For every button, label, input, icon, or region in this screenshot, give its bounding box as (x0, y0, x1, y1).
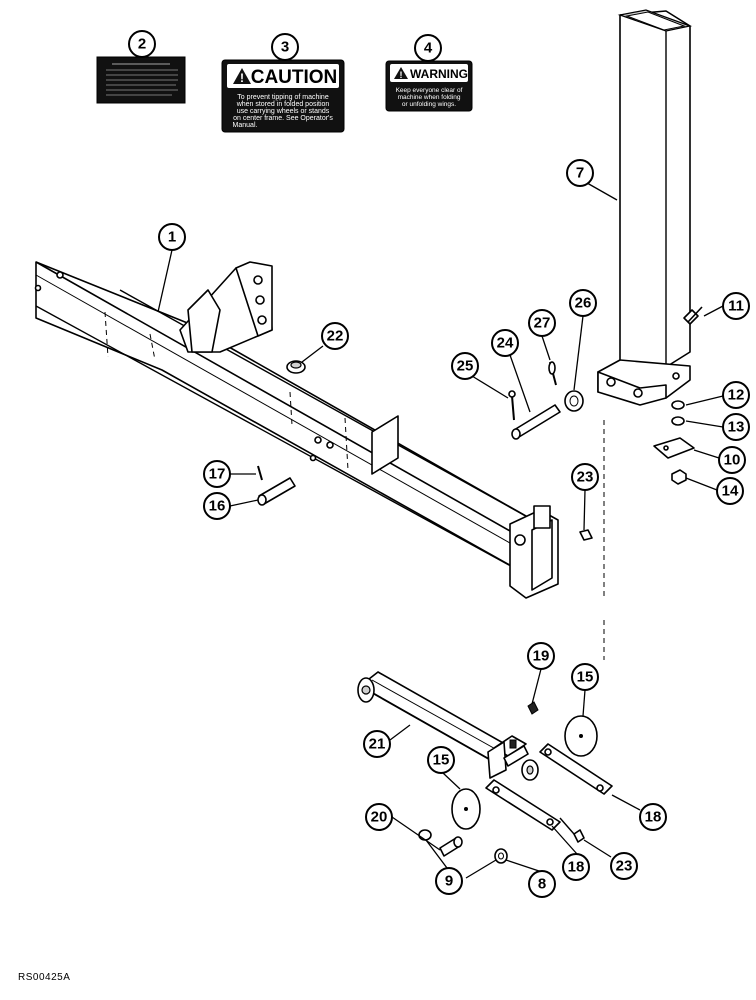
svg-text:21: 21 (369, 736, 386, 753)
svg-text:22: 22 (327, 328, 344, 345)
warning-heading: WARNING (410, 67, 468, 81)
decal-2-instruction (96, 56, 186, 104)
warning-line: machine when folding (398, 94, 461, 101)
svg-text:24: 24 (497, 335, 514, 352)
svg-text:2: 2 (138, 36, 146, 53)
part-9-bushing (418, 829, 432, 841)
warning-line: Keep everyone clear of (396, 87, 463, 94)
caution-line: on center frame. See Operator's (233, 115, 333, 122)
svg-text:23: 23 (577, 469, 594, 486)
callout-19: 19 (527, 642, 555, 670)
callout-2: 2 (128, 30, 156, 58)
caution-line: use carrying wheels or stands (237, 108, 330, 115)
callout-3: 3 (271, 33, 299, 61)
part-1-frame-tube (34, 261, 559, 599)
callout-13: 13 (722, 413, 750, 441)
svg-text:1: 1 (168, 229, 176, 246)
part-18-link-upper (539, 743, 613, 795)
part-11-bolt (683, 306, 703, 325)
svg-text:16: 16 (209, 498, 226, 515)
part-15-disc-upper (564, 715, 598, 757)
callout-18: 18 (639, 803, 667, 831)
part-15-disc-lower (451, 788, 481, 830)
callout-25: 25 (451, 352, 479, 380)
svg-text:25: 25 (457, 358, 474, 375)
svg-text:27: 27 (534, 315, 551, 332)
callout-21: 21 (363, 730, 391, 758)
callout-26: 26 (569, 289, 597, 317)
part-19-grease-fitting (527, 701, 539, 715)
caution-line: Manual. (233, 122, 258, 129)
callout-15: 15 (427, 746, 455, 774)
part-27-cotter (548, 361, 557, 386)
leader-lines (157, 174, 724, 879)
svg-text:12: 12 (728, 387, 745, 404)
callout-18: 18 (562, 853, 590, 881)
part-16-pin (257, 477, 296, 506)
caution-line: when stored in folded position (236, 101, 330, 108)
svg-text:18: 18 (568, 859, 585, 876)
callout-20: 20 (365, 803, 393, 831)
part-7-upright-tube (597, 9, 693, 406)
part-20-pin (439, 836, 463, 857)
part-24-pin (511, 404, 561, 440)
svg-text:14: 14 (722, 483, 739, 500)
callout-10: 10 (718, 446, 746, 474)
svg-text:15: 15 (577, 669, 594, 686)
callout-1: 1 (158, 223, 186, 251)
svg-text:8: 8 (538, 876, 546, 893)
part-18-link-lower (485, 779, 561, 831)
callout-9: 9 (435, 867, 463, 895)
callout-11: 11 (722, 292, 750, 320)
caution-line: To prevent tipping of machine (237, 94, 329, 101)
callout-24: 24 (491, 329, 519, 357)
part-21-hydraulic-cylinder (357, 671, 539, 781)
part-23-grease-fitting (559, 817, 585, 843)
part-26-washer (564, 390, 584, 412)
callout-14: 14 (716, 477, 744, 505)
svg-text:19: 19 (533, 648, 550, 665)
part-22-bushing (286, 360, 306, 374)
callout-15: 15 (571, 663, 599, 691)
decal-3-caution: ! CAUTION To prevent tipping of machine … (221, 59, 345, 133)
part-14-nut (671, 469, 687, 485)
svg-text:23: 23 (616, 858, 633, 875)
callout-23: 23 (610, 852, 638, 880)
callout-4: 4 (414, 34, 442, 62)
svg-text:7: 7 (576, 165, 584, 182)
svg-text:18: 18 (645, 809, 662, 826)
callout-23: 23 (571, 463, 599, 491)
svg-text:20: 20 (371, 809, 388, 826)
svg-text:15: 15 (433, 752, 450, 769)
svg-text:10: 10 (724, 452, 741, 469)
part-10-plate (653, 437, 695, 459)
svg-text:13: 13 (728, 419, 745, 436)
part-17-cotter (257, 465, 263, 481)
part-23-grease-fitting (579, 529, 593, 541)
callout-16: 16 (203, 492, 231, 520)
callout-7: 7 (566, 159, 594, 187)
svg-text:17: 17 (209, 466, 226, 483)
svg-text:!: ! (400, 70, 403, 80)
svg-text:11: 11 (728, 298, 744, 315)
callout-12: 12 (722, 381, 750, 409)
caution-heading: CAUTION (251, 67, 338, 88)
decal-4-warning: ! WARNING Keep everyone clear of machine… (385, 60, 473, 112)
svg-text:3: 3 (281, 39, 289, 56)
part-25-cotter (508, 390, 516, 421)
callout-8: 8 (528, 870, 556, 898)
part-13-washer (671, 416, 685, 426)
svg-text:!: ! (240, 71, 244, 85)
svg-text:9: 9 (445, 873, 453, 890)
svg-text:4: 4 (424, 40, 433, 57)
part-12-washer (671, 400, 685, 410)
warning-line: or unfolding wings. (402, 101, 456, 108)
svg-text:26: 26 (575, 295, 592, 312)
callout-27: 27 (528, 309, 556, 337)
callout-22: 22 (321, 322, 349, 350)
callout-17: 17 (203, 460, 231, 488)
figure-id: RS00425A (18, 972, 71, 983)
part-8-washer (494, 848, 508, 864)
